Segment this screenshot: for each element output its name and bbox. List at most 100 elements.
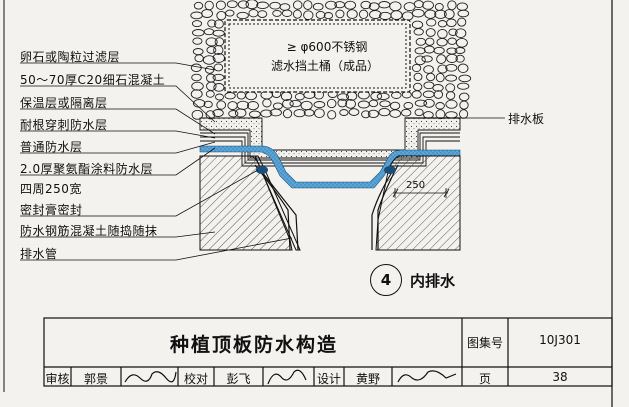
pebble — [391, 91, 402, 99]
pebble — [335, 9, 345, 19]
pebble — [401, 11, 414, 21]
pebble — [458, 74, 472, 83]
pebble — [411, 20, 424, 29]
pebble — [358, 9, 369, 20]
layer-label: 耐根穿刺防水层 — [20, 118, 108, 132]
pebble — [455, 37, 468, 48]
layer-label: 普通防水层 — [20, 140, 83, 154]
concrete-slab — [199, 155, 461, 251]
pebble — [423, 111, 434, 119]
pebble — [378, 107, 391, 117]
pebble — [344, 0, 357, 10]
pebble — [434, 9, 447, 19]
layer-label: 2.0厚聚氨酯涂料防水层 — [20, 162, 154, 176]
pebble — [457, 63, 469, 74]
leader-line — [20, 85, 216, 123]
sealant-right — [384, 166, 396, 174]
pebble — [445, 91, 456, 100]
leader-line — [20, 141, 216, 154]
atlas-number: 10J301 — [539, 333, 581, 347]
pebble — [423, 98, 435, 108]
layer-label: 卵石或陶粒过滤层 — [20, 50, 121, 64]
pebble — [423, 65, 434, 74]
pebble — [314, 108, 325, 119]
pebble — [205, 90, 215, 98]
pebble — [357, 100, 370, 109]
designer-name: 黄野 — [355, 372, 380, 386]
pebble — [436, 54, 447, 64]
detail-title: 内排水 — [410, 272, 456, 290]
pebble — [434, 2, 444, 11]
pebble — [191, 73, 202, 82]
pebble — [445, 99, 458, 109]
pebble — [191, 109, 204, 120]
pebble — [226, 0, 238, 9]
tank-label-line1: ≥ φ600不锈钢 — [286, 40, 368, 54]
layer-label: 四周250宽 — [20, 182, 82, 196]
pebble — [247, 101, 259, 111]
pebble — [289, 99, 302, 108]
pebble — [411, 63, 422, 73]
pebble — [459, 100, 469, 110]
pebble — [445, 83, 456, 93]
leader-line — [20, 130, 216, 139]
pebble — [282, 98, 294, 109]
pebble — [207, 19, 217, 28]
pebble — [327, 110, 337, 120]
pebble — [294, 92, 305, 101]
pebble — [245, 91, 257, 101]
membrane-lines — [200, 132, 460, 167]
leader-line — [20, 62, 216, 71]
pebble — [315, 10, 326, 19]
pebble — [214, 37, 225, 47]
pebble — [326, 98, 337, 109]
layer-label: 排水管 — [20, 247, 58, 261]
pebble — [435, 102, 445, 110]
pebble — [414, 99, 428, 107]
pebble — [272, 102, 283, 110]
pebble — [212, 29, 225, 37]
pebble — [389, 101, 401, 110]
review-label: 审核 — [45, 372, 70, 386]
pebble — [437, 20, 448, 28]
pebble — [432, 84, 444, 92]
pebble — [403, 2, 416, 12]
pebble — [272, 9, 282, 17]
pebble — [379, 100, 391, 108]
atlas-label: 图集号 — [466, 336, 503, 350]
pebble — [236, 91, 246, 100]
layer-label: 密封膏密封 — [20, 203, 83, 217]
pebble — [269, 1, 281, 10]
layer-label: 防水钢筋混凝土随捣随抹 — [20, 224, 158, 238]
pebble — [456, 2, 468, 11]
pebble — [202, 55, 216, 65]
pebble — [445, 63, 458, 72]
leader-line — [20, 147, 216, 176]
pebble — [282, 108, 293, 119]
pebble — [433, 46, 445, 55]
pebble — [448, 28, 458, 36]
signatures — [124, 369, 457, 385]
pebble — [224, 92, 236, 100]
pebble — [212, 109, 224, 117]
pebble — [190, 63, 202, 73]
pebble — [293, 109, 306, 118]
pebble — [190, 11, 203, 20]
pebble — [413, 0, 424, 9]
pebble — [425, 37, 435, 46]
pebble — [425, 28, 436, 37]
pebble — [337, 98, 348, 108]
pebble — [201, 9, 213, 18]
pebble — [190, 89, 203, 99]
drainage-board-label: 排水板 — [508, 112, 545, 126]
pebble — [256, 1, 269, 10]
pebble — [459, 109, 469, 119]
pebble — [445, 74, 458, 82]
pebble — [346, 9, 358, 19]
sealant-left — [256, 166, 268, 174]
design-label: 设计 — [316, 372, 341, 386]
pebble — [280, 91, 293, 101]
pebble — [213, 45, 224, 56]
pebble — [454, 47, 466, 54]
pebble — [249, 110, 261, 118]
